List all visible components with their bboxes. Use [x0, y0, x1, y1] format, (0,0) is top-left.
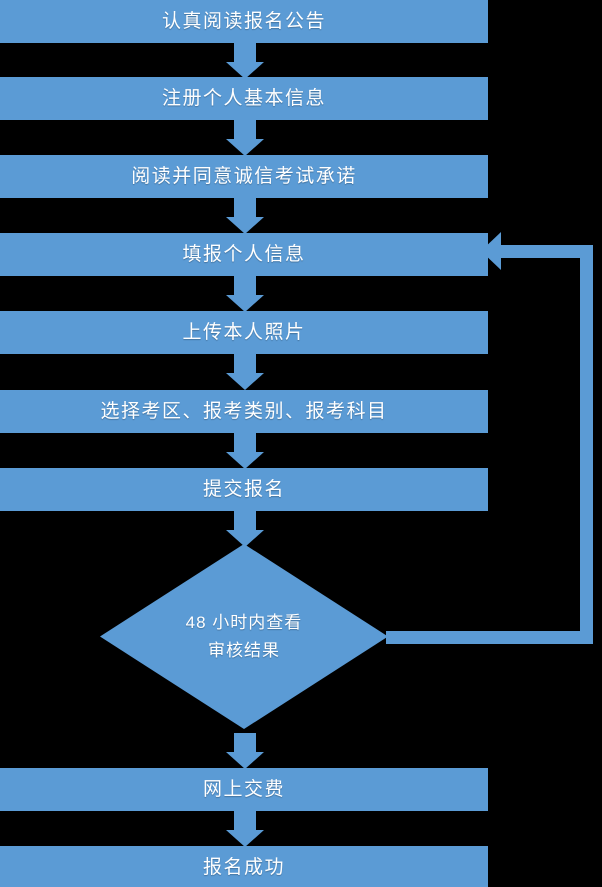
- diamond-shape: [100, 544, 388, 729]
- flow-node-select-exam-options[interactable]: 选择考区、报考类别、报考科目: [0, 390, 488, 433]
- flow-node-submit-application[interactable]: 提交报名: [0, 468, 488, 511]
- arrow-shaft: [234, 43, 256, 63]
- arrow-head: [226, 830, 264, 847]
- arrow-down-icon-4: [226, 276, 264, 312]
- arrow-shaft: [234, 733, 256, 753]
- arrow-down-icon-2: [226, 120, 264, 156]
- arrow-head: [226, 452, 264, 469]
- arrow-head: [226, 373, 264, 390]
- flow-node-registration-success[interactable]: 报名成功: [0, 846, 488, 887]
- flow-node-upload-photo[interactable]: 上传本人照片: [0, 311, 488, 354]
- flow-node-online-payment[interactable]: 网上交费: [0, 768, 488, 811]
- arrow-down-icon-7: [226, 511, 264, 547]
- loop-segment-top: [500, 245, 593, 258]
- flow-node-label: 阅读并同意诚信考试承诺: [131, 166, 357, 187]
- flow-node-label: 选择考区、报考类别、报考科目: [100, 401, 388, 422]
- arrow-down-icon-3: [226, 198, 264, 234]
- flow-node-agree-commitment[interactable]: 阅读并同意诚信考试承诺: [0, 155, 488, 198]
- flow-node-register-info[interactable]: 注册个人基本信息: [0, 77, 488, 120]
- loop-segment-bottom: [386, 631, 593, 644]
- arrow-head: [226, 530, 264, 547]
- arrow-down-icon-5: [226, 354, 264, 390]
- flow-node-label: 网上交费: [202, 779, 285, 800]
- flow-node-review-result[interactable]: 48 小时内查看 审核结果: [100, 544, 388, 729]
- arrow-down-icon-6: [226, 433, 264, 469]
- flow-node-read-announcement[interactable]: 认真阅读报名公告: [0, 0, 488, 43]
- arrow-head: [226, 217, 264, 234]
- arrow-shaft: [234, 511, 256, 531]
- loop-segment-right: [580, 245, 593, 644]
- arrow-head: [226, 62, 264, 79]
- arrow-shaft: [234, 198, 256, 218]
- arrow-shaft: [234, 433, 256, 453]
- arrow-down-icon-9: [226, 811, 264, 847]
- arrow-shaft: [234, 276, 256, 296]
- flow-node-label: 提交报名: [202, 479, 285, 500]
- flow-node-fill-personal-info[interactable]: 填报个人信息: [0, 233, 488, 276]
- arrow-shaft: [234, 354, 256, 374]
- arrow-shaft: [234, 811, 256, 831]
- flow-node-label: 注册个人基本信息: [161, 88, 326, 109]
- flow-node-label: 认真阅读报名公告: [161, 11, 326, 32]
- arrow-head: [226, 752, 264, 769]
- arrow-down-icon-8: [226, 733, 264, 769]
- arrow-down-icon-1: [226, 43, 264, 79]
- arrow-head: [226, 295, 264, 312]
- arrow-head: [226, 139, 264, 156]
- arrow-shaft: [234, 120, 256, 140]
- flow-node-label: 上传本人照片: [182, 322, 306, 343]
- flow-node-label: 报名成功: [202, 857, 285, 878]
- flow-node-label: 填报个人信息: [182, 244, 306, 265]
